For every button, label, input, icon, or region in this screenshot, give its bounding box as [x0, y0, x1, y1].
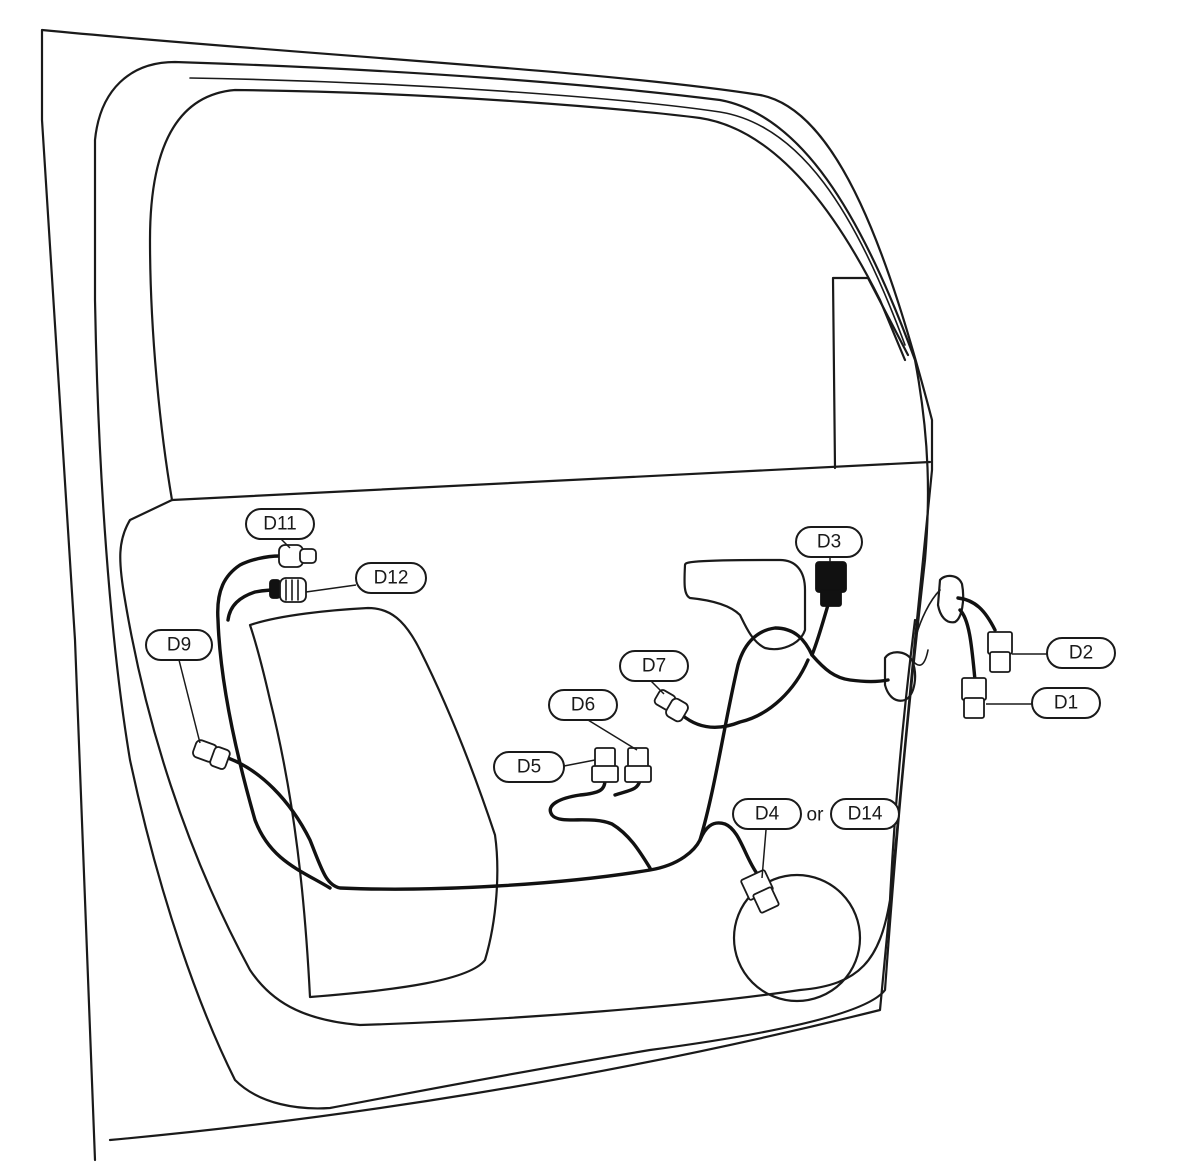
connector-d1	[961, 677, 987, 719]
connector-d6	[624, 747, 652, 783]
grommet-plate-lower	[883, 651, 917, 702]
harness-branch-d5-d6	[548, 778, 652, 870]
inner-handle-recess	[683, 558, 807, 651]
connector-d3	[815, 561, 847, 607]
label-d6-text: D6	[571, 695, 595, 716]
label-d6: D6	[548, 689, 618, 721]
connector-d4	[740, 869, 780, 914]
connector-d5	[591, 747, 619, 783]
label-d5: D5	[493, 751, 565, 783]
label-d9-text: D9	[167, 635, 191, 656]
speaker-circle	[732, 873, 862, 1003]
label-d11-text: D11	[263, 514, 296, 535]
label-d2: D2	[1046, 637, 1116, 669]
label-d5-text: D5	[517, 757, 541, 778]
door-frame-edge	[93, 60, 930, 1110]
leader-lines	[178, 537, 1047, 879]
label-d1-text: D1	[1054, 693, 1078, 714]
door-hinge-gap	[911, 589, 941, 666]
door-outer-edge	[40, 28, 934, 1162]
b-pillar-trim	[831, 276, 910, 470]
main-harness-trunk	[226, 756, 760, 891]
window-sill	[170, 460, 932, 502]
label-d4-text: D4	[755, 804, 780, 825]
trim-panel	[119, 498, 965, 1027]
harness-branch-d3	[698, 603, 830, 842]
wiring-harness	[216, 554, 997, 891]
label-d4: D4	[732, 798, 802, 830]
label-d3-text: D3	[817, 532, 841, 553]
window-opening	[148, 88, 907, 502]
label-d14-text: D14	[848, 804, 883, 825]
trim-panel-outline	[119, 498, 917, 1027]
label-d7-text: D7	[642, 656, 666, 677]
connector-d11	[278, 544, 317, 568]
connector-d2	[987, 631, 1013, 673]
harness-branch-d7	[680, 658, 810, 730]
label-d3: D3	[795, 526, 863, 558]
connectors	[192, 544, 1013, 914]
label-d7: D7	[619, 650, 689, 682]
label-d9: D9	[145, 629, 213, 661]
armrest-pocket	[248, 606, 499, 999]
connector-d9	[192, 739, 231, 770]
connector-d7	[653, 689, 689, 723]
label-or-text: or	[807, 805, 825, 826]
door-body	[40, 28, 934, 1162]
body-lead-d2	[956, 596, 997, 632]
harness-branch-grommet	[810, 653, 890, 684]
connector-d12	[269, 577, 307, 603]
label-d11: D11	[245, 508, 315, 540]
label-d14: D14	[830, 798, 900, 830]
label-d12-text: D12	[374, 568, 409, 589]
harness-branch-d11	[216, 554, 332, 890]
label-d1: D1	[1031, 687, 1101, 719]
body-lead-d1	[958, 608, 977, 682]
window-frame-line	[189, 77, 906, 346]
label-d12: D12	[355, 562, 427, 594]
label-d2-text: D2	[1069, 643, 1093, 664]
